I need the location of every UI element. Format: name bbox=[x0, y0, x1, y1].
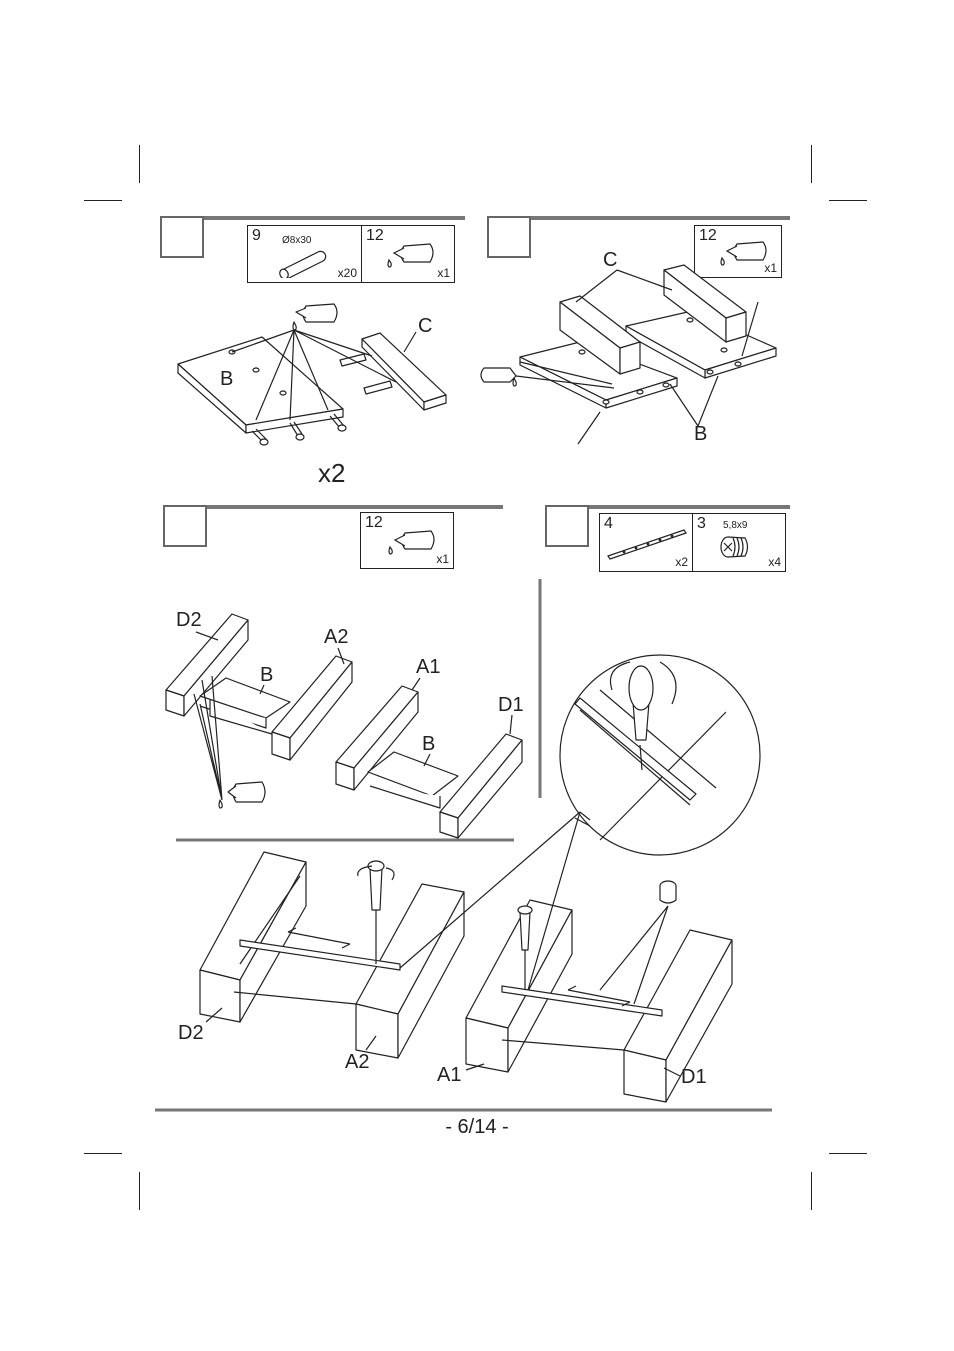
label-c: C bbox=[603, 249, 618, 271]
crop-mark bbox=[811, 145, 812, 183]
label-b: B bbox=[422, 733, 436, 755]
part-number: 12 bbox=[699, 227, 717, 244]
part-cell: 3 5,8x9 x4 bbox=[693, 514, 785, 571]
label-d1: D1 bbox=[681, 1066, 707, 1088]
cam-fitting-icon bbox=[720, 536, 749, 558]
label-c: C bbox=[418, 315, 433, 337]
step-2-drawing bbox=[480, 264, 777, 445]
part-quantity: x20 bbox=[337, 266, 357, 280]
label-a2: A2 bbox=[324, 626, 349, 648]
part-cell: 12 x1 bbox=[362, 226, 454, 282]
crop-mark bbox=[139, 1172, 140, 1210]
crop-mark bbox=[139, 145, 140, 183]
step-1-drawing bbox=[177, 303, 447, 446]
step-4-parts-box: 4 x2 3 5,8x9 x4 bbox=[599, 513, 786, 572]
part-spec: 5,8x9 bbox=[723, 520, 748, 531]
label-d2: D2 bbox=[178, 1022, 204, 1044]
label-b: B bbox=[694, 423, 708, 445]
step-2-number-box bbox=[487, 216, 531, 258]
step-1-parts-box: 9 Ø8x30 x20 12 x1 bbox=[247, 225, 455, 283]
label-b: B bbox=[220, 368, 234, 390]
step-4-drawing bbox=[199, 654, 761, 1103]
part-quantity: x1 bbox=[437, 266, 450, 280]
step-1-header-bar bbox=[160, 216, 465, 220]
part-number: 4 bbox=[604, 515, 613, 532]
step-2-header-bar bbox=[487, 216, 790, 220]
step-3-drawing bbox=[165, 613, 523, 839]
part-cell: 4 x2 bbox=[600, 514, 693, 571]
crop-mark bbox=[84, 200, 122, 201]
page-number: - 6/14 - bbox=[445, 1116, 509, 1138]
dowel-icon bbox=[279, 250, 327, 278]
part-quantity: x1 bbox=[764, 261, 777, 275]
label-a1: A1 bbox=[437, 1064, 462, 1086]
step-3-parts-box: 12 x1 bbox=[360, 512, 454, 569]
step-2-parts-box: 12 x1 bbox=[694, 225, 782, 278]
part-spec: Ø8x30 bbox=[282, 235, 312, 246]
part-number: 9 bbox=[252, 227, 261, 244]
crop-mark bbox=[829, 1153, 867, 1154]
glue-bottle-icon bbox=[387, 243, 434, 268]
crop-mark bbox=[811, 1172, 812, 1210]
step-4-header-bar bbox=[545, 505, 790, 509]
part-cell: 9 Ø8x30 x20 bbox=[248, 226, 362, 282]
part-quantity: x2 bbox=[675, 555, 688, 569]
part-cell: 12 x1 bbox=[695, 226, 781, 277]
part-number: 12 bbox=[365, 514, 383, 531]
quantity-multiplier: x2 bbox=[318, 458, 346, 488]
step-3-number-box bbox=[163, 505, 207, 547]
step-4-number-box bbox=[545, 505, 589, 547]
label-d2: D2 bbox=[176, 609, 202, 631]
step-3-header-bar bbox=[163, 505, 503, 509]
label-a1: A1 bbox=[416, 656, 441, 678]
glue-bottle-icon bbox=[720, 241, 767, 266]
crop-mark bbox=[829, 200, 867, 201]
step-1-number-box bbox=[160, 216, 204, 258]
part-number: 12 bbox=[366, 227, 384, 244]
part-number: 3 bbox=[697, 515, 706, 532]
part-quantity: x1 bbox=[436, 552, 449, 566]
label-d1: D1 bbox=[498, 694, 524, 716]
crop-mark bbox=[84, 1153, 122, 1154]
label-b: B bbox=[260, 664, 274, 686]
glue-bottle-icon bbox=[388, 530, 435, 555]
drawer-rail-icon bbox=[607, 529, 687, 560]
part-quantity: x4 bbox=[768, 555, 781, 569]
label-a2: A2 bbox=[345, 1051, 370, 1073]
part-cell: 12 x1 bbox=[361, 513, 453, 568]
